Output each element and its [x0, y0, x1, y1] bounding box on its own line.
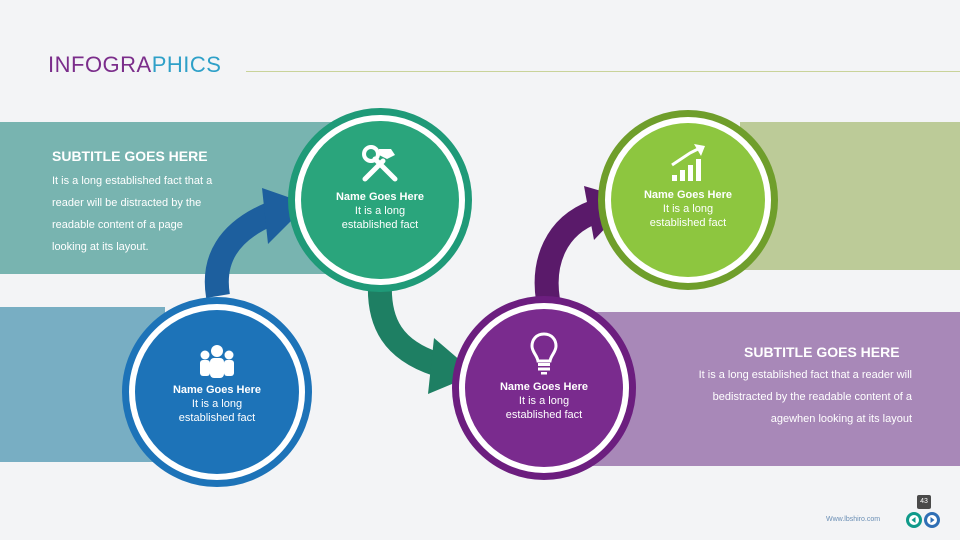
right-line: It is a long established fact that a rea… — [698, 369, 912, 381]
node-desc: established fact — [649, 217, 727, 229]
left-line: readable content of a page — [52, 219, 183, 231]
right-line: bedistracted by the readable content of … — [712, 391, 912, 403]
node-desc: established fact — [505, 409, 583, 421]
node-name: Name Goes Here — [499, 381, 589, 393]
chevron-left-icon — [909, 515, 919, 525]
arrow-teal — [367, 281, 441, 376]
left-line: It is a long established fact that a — [52, 175, 213, 187]
title-part-2: PHICS — [151, 52, 222, 77]
title-divider — [246, 71, 960, 72]
node-desc: established fact — [341, 219, 419, 231]
node-circle-people: Name Goes Here It is a long established … — [122, 297, 312, 487]
node-circle-lightbulb: Name Goes Here It is a long established … — [452, 296, 636, 480]
lightbulb-icon — [530, 332, 558, 375]
prev-slide-button[interactable] — [906, 512, 922, 528]
band-purple — [590, 312, 960, 466]
node-desc: established fact — [178, 412, 256, 424]
node-desc: It is a long — [662, 203, 714, 215]
left-line: looking at its layout. — [52, 241, 149, 253]
left-subtitle: SUBTITLE GOES HERE — [52, 148, 208, 164]
node-desc: It is a long — [518, 395, 570, 407]
title-part-1: INFOGRA — [48, 52, 152, 77]
next-slide-button[interactable] — [924, 512, 940, 528]
tools-icon — [362, 145, 398, 182]
left-line: reader will be distracted by the — [52, 197, 202, 209]
node-circle-growth: Name Goes Here It is a long established … — [598, 110, 778, 290]
footer-url: Www.lbshiro.com — [826, 516, 881, 523]
node-desc: It is a long — [191, 398, 243, 410]
right-description: It is a long established fact that a rea… — [699, 364, 912, 430]
growth-chart-icon — [671, 144, 705, 181]
right-subtitle: SUBTITLE GOES HERE — [744, 344, 900, 360]
node-circle-tools: Name Goes Here It is a long established … — [288, 108, 472, 292]
node-name: Name Goes Here — [643, 189, 733, 201]
arrow-blue — [204, 202, 276, 298]
people-icon — [200, 345, 234, 378]
right-line: agewhen looking at its layout — [770, 413, 912, 425]
node-name: Name Goes Here — [172, 384, 262, 396]
arrow-purple — [534, 200, 599, 302]
page-number: 43 — [917, 495, 931, 509]
chevron-right-icon — [927, 515, 937, 525]
node-desc: It is a long — [354, 205, 406, 217]
arrow-teal-head — [428, 338, 476, 394]
left-description: It is a long established fact that a rea… — [52, 170, 212, 258]
page-title: INFOGRAPHICS — [48, 52, 221, 78]
node-name: Name Goes Here — [335, 191, 425, 203]
